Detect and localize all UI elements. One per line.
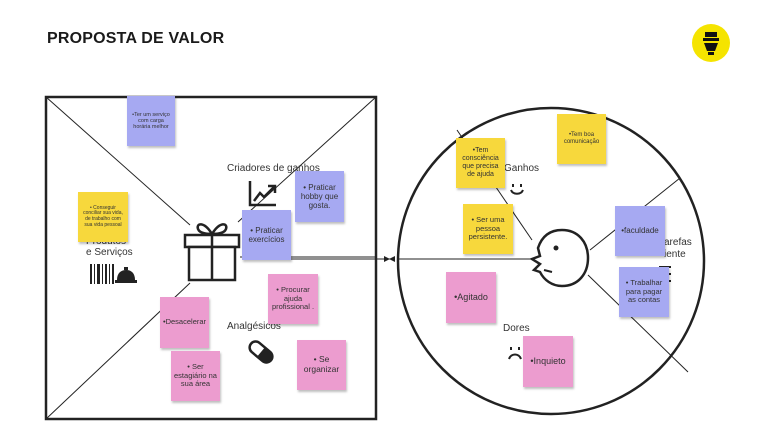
value-map-diagonal-top-left [45, 96, 191, 226]
fit-arrow-right [384, 256, 390, 262]
sad-face-icon [508, 347, 522, 360]
service-bell-icon [115, 267, 137, 283]
smiley-icon [510, 184, 524, 195]
note-praticar-exercicios[interactable]: • Praticar exercícios [242, 210, 291, 260]
note-persistente[interactable]: • Ser uma pessoa persistente. [463, 204, 513, 254]
note-estagiario[interactable]: • Ser estagiário na sua área [171, 351, 220, 401]
page-title: PROPOSTA DE VALOR [47, 30, 225, 47]
pill-icon [248, 340, 274, 364]
profile-line-lower [587, 274, 689, 373]
note-inquieto[interactable]: •Inquieto [523, 336, 573, 387]
note-consciencia[interactable]: •Tem consciência que precisa de ajuda [456, 138, 505, 188]
growth-chart-icon [248, 181, 277, 207]
value-map-square [44, 95, 378, 421]
customer-face-icon [529, 228, 590, 288]
note-conseguir-conciliar[interactable]: • Conseguir conciliar sua vida, de traba… [78, 192, 128, 242]
label-gain-creators: Criadores de ganhos [227, 163, 320, 174]
gift-icon [183, 223, 241, 282]
strategyzer-logo-icon [692, 24, 730, 62]
label-jobs: arefas iente [664, 237, 692, 260]
note-trabalhar[interactable]: • Trabalhar para pagar as contas [619, 267, 669, 317]
note-desacelerar[interactable]: •Desacelerar [160, 297, 209, 348]
value-map-diagonal-top-right [237, 96, 377, 223]
fit-arrow-left [389, 256, 395, 262]
label-pain-relievers: Analgésicos [227, 321, 281, 332]
label-pains: Dores [503, 323, 530, 334]
note-praticar-hobby[interactable]: • Praticar hobby que gosta. [295, 171, 344, 222]
note-se-organizar[interactable]: • Se organizar [297, 340, 346, 390]
label-products-services: e Serviços [86, 247, 133, 258]
note-procurar-ajuda[interactable]: • Procurar ajuda profissional . [268, 274, 318, 324]
customer-profile-circle [396, 106, 706, 416]
barcode-icon [90, 264, 114, 284]
note-carga-horaria[interactable]: •Ter um serviço com carga horária melhor [127, 96, 175, 146]
note-faculdade[interactable]: •faculdade [615, 206, 665, 256]
note-agitado[interactable]: •Agitado [446, 272, 496, 323]
note-boa-comunicacao[interactable]: •Tem boa comunicação [557, 114, 606, 164]
label-gains: Ganhos [504, 163, 540, 174]
